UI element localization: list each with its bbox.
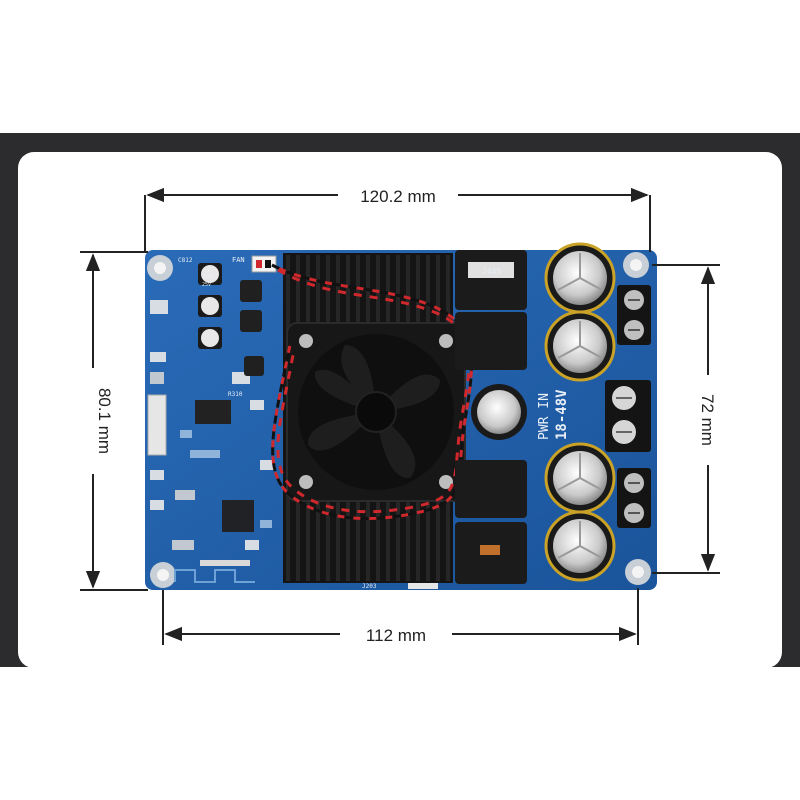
large-capacitor-4 — [544, 510, 616, 582]
small-capacitor-3 — [198, 327, 222, 349]
mounting-hole-bottom-left — [150, 562, 176, 588]
silk-cap-rating-1: 51 — [204, 268, 210, 274]
large-capacitors — [544, 242, 616, 582]
small-capacitor-1 — [198, 263, 222, 285]
fan-screw-tl — [299, 334, 313, 348]
small-inductor-3 — [244, 356, 264, 376]
large-capacitor-2 — [544, 310, 616, 382]
mounting-hole-bottom-right — [625, 559, 651, 585]
silk-cap-rating-3: 25V — [202, 282, 211, 288]
power-inductor-1: 2445 — [455, 250, 527, 310]
mounting-hole-top-left — [147, 255, 173, 281]
power-inductors: 2445 — [455, 250, 527, 584]
small-inductor-1 — [240, 280, 262, 302]
screw-terminals — [605, 285, 651, 528]
silk-cap-rating-2: 100 — [203, 275, 212, 281]
fan-hub — [355, 391, 397, 433]
speaker-terminal-bottom — [617, 468, 651, 528]
cooling-fan — [286, 322, 466, 502]
voltage-label: 18-48V — [554, 389, 570, 440]
inductor-code-1: 2445 — [482, 267, 501, 276]
silk-fan-label: FAN — [232, 256, 245, 264]
fan-screw-tr — [439, 334, 453, 348]
power-input-label: PWR IN — [537, 393, 552, 440]
medium-capacitor — [471, 384, 527, 440]
left-height-label: 80.1 mm — [95, 388, 114, 454]
silk-ref-c812: C812 — [178, 257, 193, 264]
fan-screw-br — [439, 475, 453, 489]
small-inductor-2 — [240, 310, 262, 332]
fan-screw-bl — [299, 475, 313, 489]
mounting-hole-top-right — [623, 252, 649, 278]
antenna-trace — [174, 569, 255, 583]
dimension-lines — [80, 187, 720, 645]
bottom-connector — [408, 581, 438, 589]
power-input-label-group: PWR IN 18-48V — [537, 389, 570, 440]
power-inductor-2 — [455, 312, 527, 370]
silk-ref-r310: R310 — [228, 391, 243, 398]
power-terminal — [605, 380, 651, 452]
fan-connector — [251, 255, 277, 273]
smd-components-left — [147, 300, 274, 566]
small-capacitor-2 — [198, 295, 222, 317]
top-width-label: 120.2 mm — [360, 187, 436, 206]
bottom-width-label: 112 mm — [366, 626, 426, 645]
large-capacitor-3 — [544, 442, 616, 514]
right-height-label: 72 mm — [698, 394, 717, 446]
power-inductor-3 — [455, 460, 527, 518]
silk-ref-j203: J203 — [362, 583, 377, 590]
large-capacitor-1 — [544, 242, 616, 314]
power-inductor-4 — [455, 522, 527, 584]
speaker-terminal-top — [617, 285, 651, 345]
